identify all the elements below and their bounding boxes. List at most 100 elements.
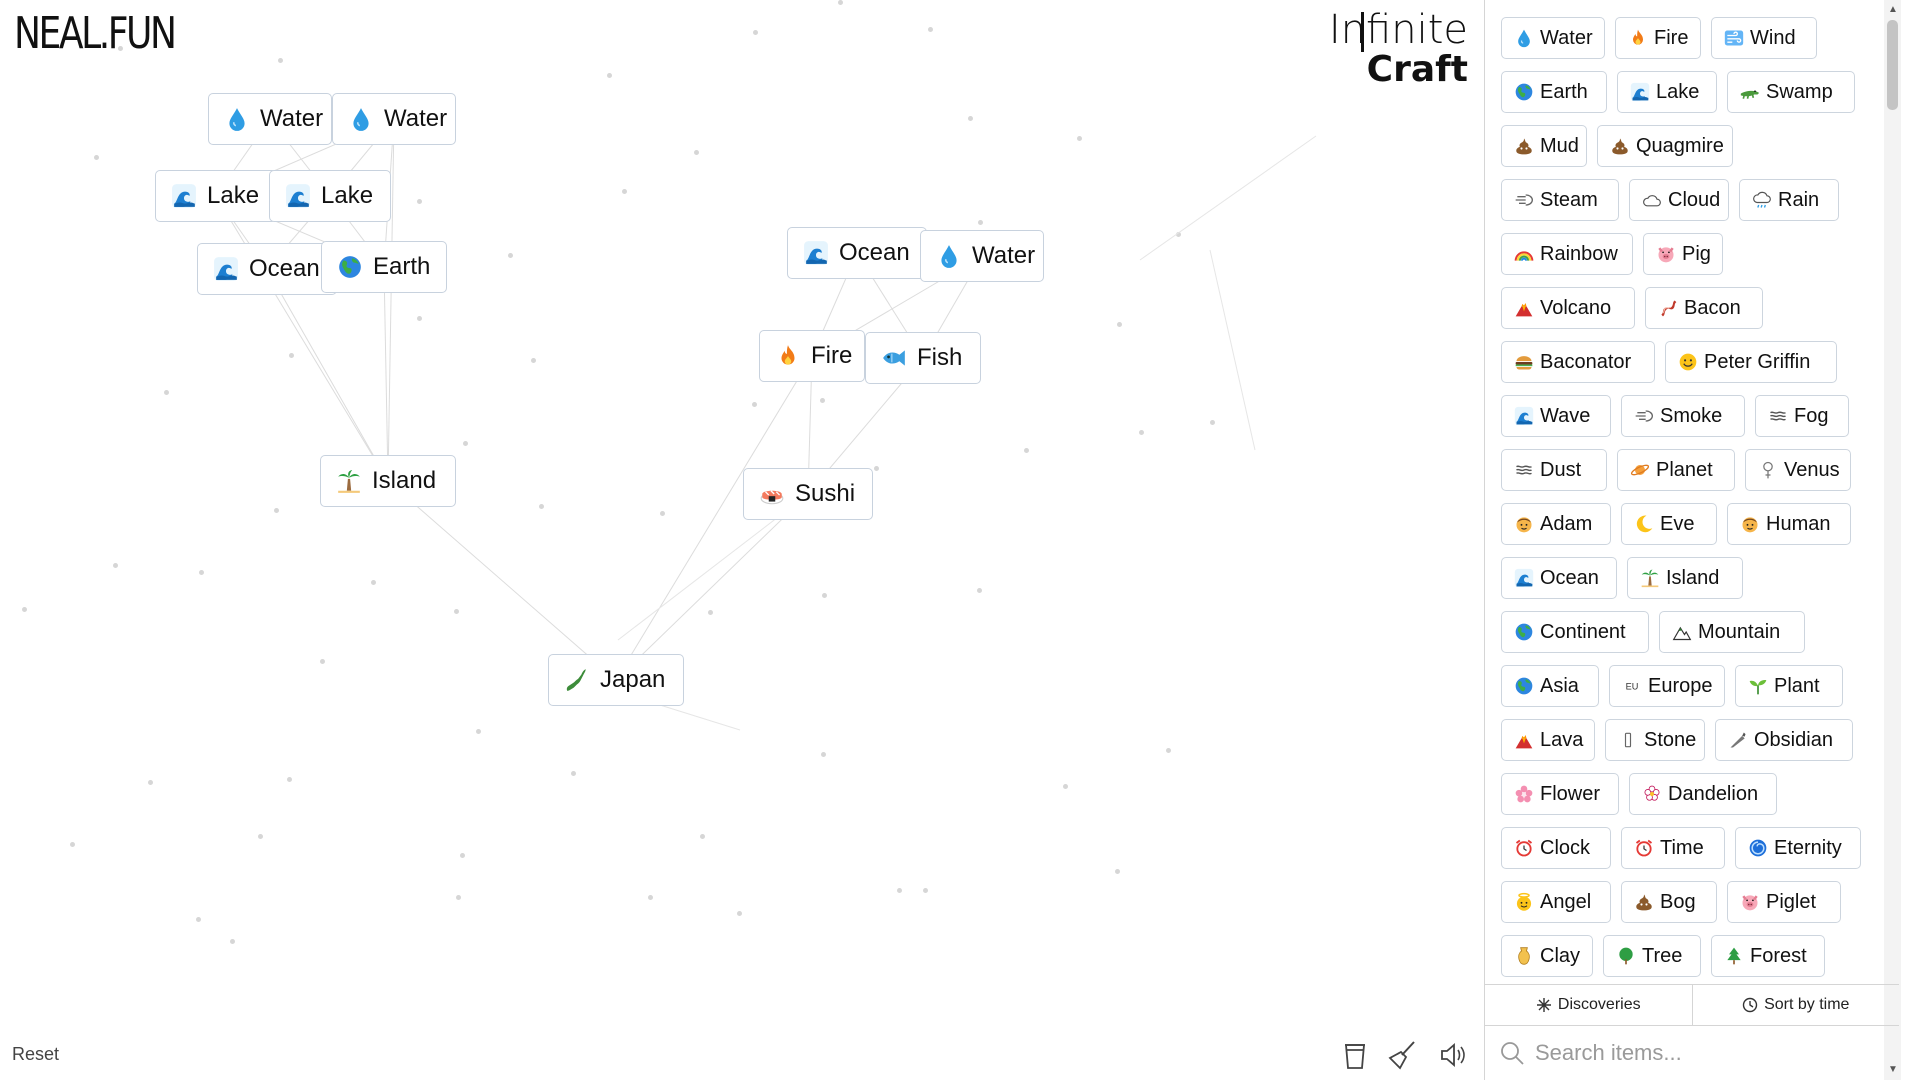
canvas-item-water-3[interactable]: Water <box>920 230 1044 282</box>
canvas-item-ocean-1[interactable]: Ocean <box>197 243 337 295</box>
flower-icon <box>1642 784 1662 804</box>
scrollbar[interactable]: ▲ ▼ <box>1884 0 1901 1080</box>
sidebar-item-dandelion[interactable]: Dandelion <box>1629 773 1777 815</box>
sidebar-item-island[interactable]: Island <box>1627 557 1743 599</box>
reset-button[interactable]: Reset <box>12 1044 60 1064</box>
background-dot <box>874 466 879 471</box>
canvas-item-water-1[interactable]: Water <box>208 93 332 145</box>
sidebar-item-time[interactable]: Time <box>1621 827 1725 869</box>
sidebar-item-clock[interactable]: Clock <box>1501 827 1611 869</box>
sidebar-item-eve[interactable]: Eve <box>1621 503 1717 545</box>
sidebar-item-earth[interactable]: Earth <box>1501 71 1607 113</box>
dash-icon <box>1634 406 1654 426</box>
sidebar-item-label: Fire <box>1654 26 1689 49</box>
sort-by-time-button[interactable]: Sort by time <box>1691 985 1900 1025</box>
sidebar-item-smoke[interactable]: Smoke <box>1621 395 1745 437</box>
coffee-cup-icon[interactable] <box>1340 1038 1370 1072</box>
sidebar-item-water[interactable]: Water <box>1501 17 1605 59</box>
sidebar-item-angel[interactable]: Angel <box>1501 881 1611 923</box>
canvas-item-label: Ocean <box>839 239 910 266</box>
canvas-item-label: Sushi <box>795 480 856 507</box>
scroll-thumb[interactable] <box>1887 20 1898 110</box>
sidebar-item-venus[interactable]: Venus <box>1745 449 1851 491</box>
sidebar-item-tree[interactable]: Tree <box>1603 935 1701 977</box>
sidebar-item-cloud[interactable]: Cloud <box>1629 179 1729 221</box>
sidebar-item-obsidian[interactable]: Obsidian <box>1715 719 1853 761</box>
sidebar-item-piglet[interactable]: Piglet <box>1727 881 1841 923</box>
neal-fun-logo[interactable]: NEAL.FUN <box>14 8 177 59</box>
canvas-item-island-1[interactable]: Island <box>320 455 456 507</box>
sidebar-item-ocean[interactable]: Ocean <box>1501 557 1617 599</box>
sidebar-item-label: Planet <box>1656 458 1713 481</box>
canvas-item-earth-1[interactable]: Earth <box>321 241 447 293</box>
sidebar-item-wind[interactable]: Wind <box>1711 17 1817 59</box>
tree-icon <box>1616 946 1636 966</box>
fire-icon <box>1628 28 1648 48</box>
scroll-up-arrow-icon[interactable]: ▲ <box>1888 4 1898 15</box>
angel-icon <box>1514 892 1534 912</box>
search-input[interactable] <box>1533 1039 1867 1067</box>
sidebar-item-planet[interactable]: Planet <box>1617 449 1735 491</box>
sidebar-item-eternity[interactable]: Eternity <box>1735 827 1861 869</box>
background-dot <box>113 563 118 568</box>
sidebar-item-peter-griffin[interactable]: Peter Griffin <box>1665 341 1837 383</box>
sidebar-item-label: Venus <box>1784 458 1840 481</box>
poop-icon <box>1514 136 1534 156</box>
svg-text:EU: EU <box>1626 681 1639 691</box>
sidebar-item-steam[interactable]: Steam <box>1501 179 1619 221</box>
sidebar-item-adam[interactable]: Adam <box>1501 503 1611 545</box>
discoveries-button[interactable]: Discoveries <box>1485 985 1692 1025</box>
sidebar-item-wave[interactable]: Wave <box>1501 395 1611 437</box>
sidebar-item-dust[interactable]: Dust <box>1501 449 1607 491</box>
sidebar-item-asia[interactable]: Asia <box>1501 665 1599 707</box>
broom-icon[interactable] <box>1387 1038 1417 1072</box>
sidebar-item-bog[interactable]: Bog <box>1621 881 1717 923</box>
sidebar-item-rainbow[interactable]: Rainbow <box>1501 233 1633 275</box>
eu-icon: EU <box>1622 676 1642 696</box>
sidebar-item-human[interactable]: Human <box>1727 503 1851 545</box>
seedling-icon <box>1748 676 1768 696</box>
droplet-icon <box>936 243 962 269</box>
sidebar-item-rain[interactable]: Rain <box>1739 179 1839 221</box>
sidebar-item-continent[interactable]: Continent <box>1501 611 1649 653</box>
speaker-icon[interactable] <box>1438 1038 1468 1072</box>
sidebar-item-baconator[interactable]: Baconator <box>1501 341 1655 383</box>
sidebar-item-stone[interactable]: Stone <box>1605 719 1705 761</box>
sidebar-item-plant[interactable]: Plant <box>1735 665 1843 707</box>
canvas-item-sushi-1[interactable]: Sushi <box>743 468 873 520</box>
canvas-item-ocean-2[interactable]: Ocean <box>787 227 927 279</box>
canvas-item-water-2[interactable]: Water <box>332 93 456 145</box>
sidebar-item-clay[interactable]: Clay <box>1501 935 1593 977</box>
sidebar-item-mountain[interactable]: Mountain <box>1659 611 1805 653</box>
sidebar-item-pig[interactable]: Pig <box>1643 233 1723 275</box>
sidebar-item-fire[interactable]: Fire <box>1615 17 1701 59</box>
sidebar-item-forest[interactable]: Forest <box>1711 935 1825 977</box>
sidebar-item-flower[interactable]: Flower <box>1501 773 1619 815</box>
sidebar-item-lava[interactable]: Lava <box>1501 719 1595 761</box>
background-dot <box>287 777 292 782</box>
sidebar-item-bacon[interactable]: Bacon <box>1645 287 1763 329</box>
sidebar-item-mud[interactable]: Mud <box>1501 125 1587 167</box>
background-dot <box>371 580 376 585</box>
canvas-item-fish-1[interactable]: Fish <box>865 332 981 384</box>
rain-cloud-icon <box>1752 190 1772 210</box>
sidebar-item-quagmire[interactable]: Quagmire <box>1597 125 1733 167</box>
sidebar-item-swamp[interactable]: Swamp <box>1727 71 1855 113</box>
canvas-item-lake-2[interactable]: Lake <box>269 170 391 222</box>
background-dot <box>274 508 279 513</box>
stone-icon <box>1618 730 1638 750</box>
canvas-item-japan-1[interactable]: Japan <box>548 654 684 706</box>
background-dot <box>752 402 757 407</box>
sidebar-item-lake[interactable]: Lake <box>1617 71 1717 113</box>
sidebar-item-volcano[interactable]: Volcano <box>1501 287 1635 329</box>
canvas-item-fire-1[interactable]: Fire <box>759 330 865 382</box>
background-dot <box>838 0 843 5</box>
sidebar-item-fog[interactable]: Fog <box>1755 395 1849 437</box>
canvas-item-lake-1[interactable]: Lake <box>155 170 277 222</box>
wind-icon <box>1724 28 1744 48</box>
scroll-down-arrow-icon[interactable]: ▼ <box>1888 1064 1898 1075</box>
background-dot <box>417 316 422 321</box>
